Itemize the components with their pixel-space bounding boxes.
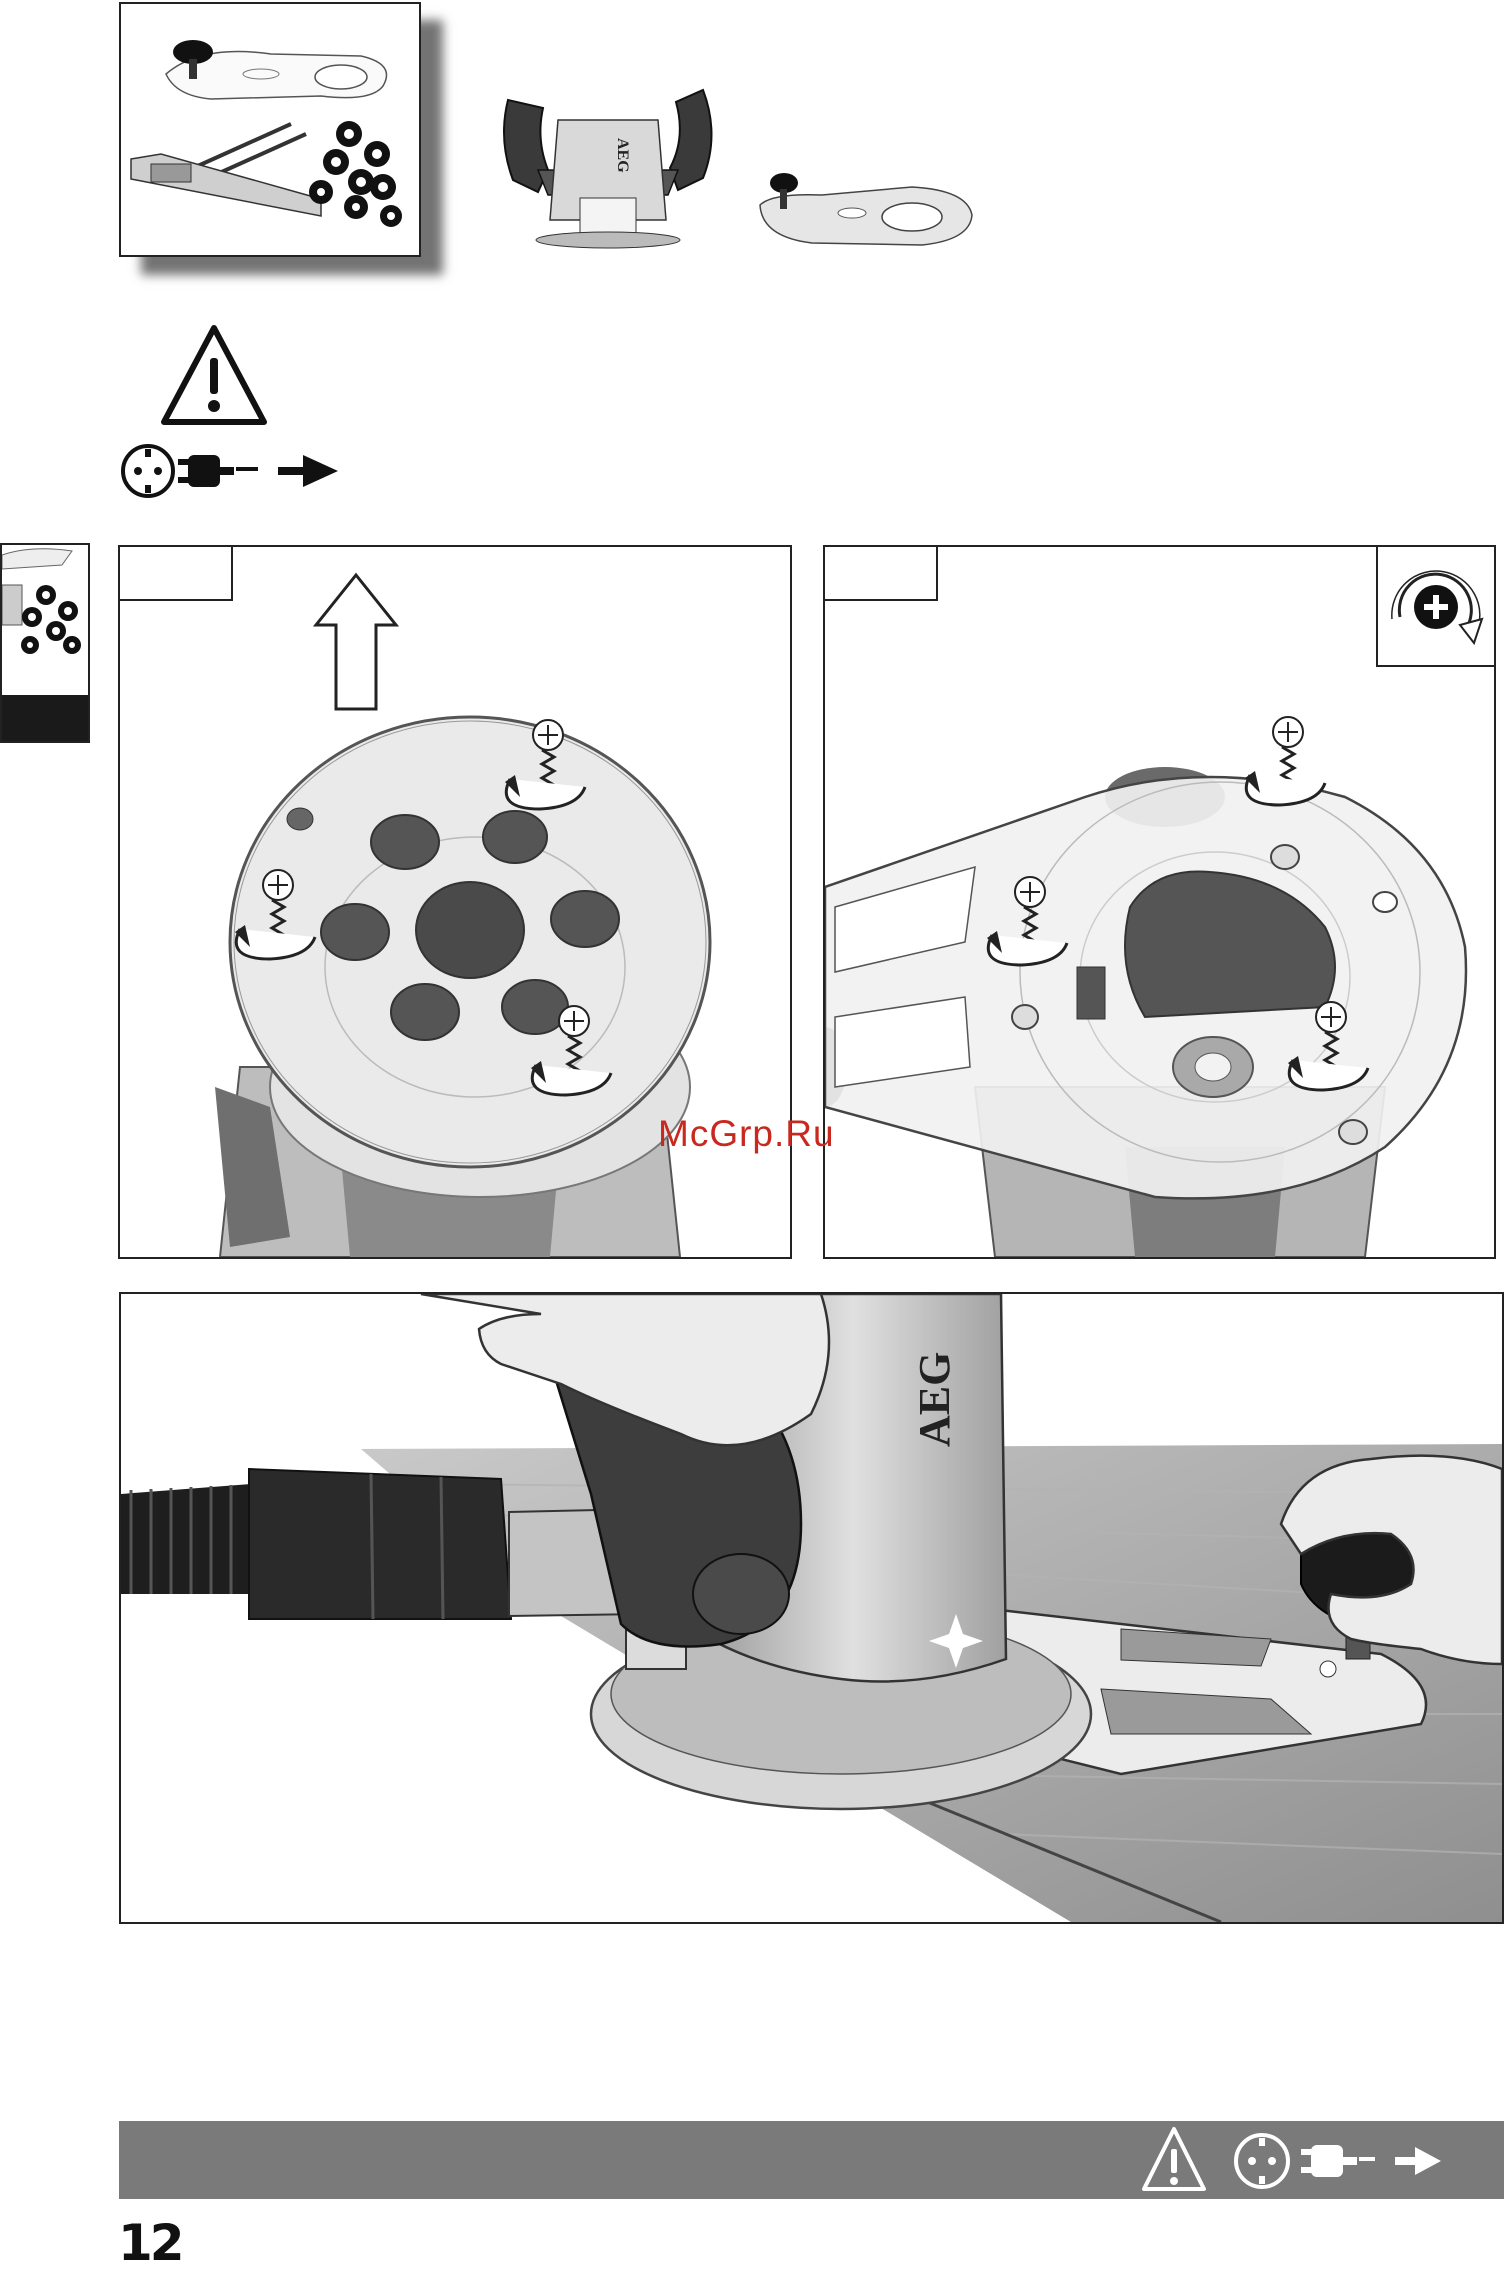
plunge-base-illustration: AEG <box>488 80 728 250</box>
brand-label: AEG <box>614 138 631 173</box>
step-panel-mount-template <box>823 545 1496 1259</box>
arrow-right-icon <box>1395 2147 1441 2175</box>
footer-icons <box>119 2121 1504 2199</box>
router-with-template-illustration: AEG <box>121 1294 1502 1922</box>
arrow-right-icon <box>278 455 338 487</box>
unplug-instruction <box>118 443 348 499</box>
screw-icon <box>1245 717 1325 805</box>
accessory-kit-illustration <box>121 4 419 255</box>
rotate-tighten-icon <box>1376 545 1496 667</box>
main-usage-figure: AEG <box>119 1292 1504 1924</box>
accessory-box <box>119 2 421 257</box>
step-number-tag <box>823 545 938 601</box>
footer-bar <box>119 2121 1504 2199</box>
small-base-plate-illustration <box>752 165 977 260</box>
brand-label: AEG <box>910 1352 959 1447</box>
arrow-up-icon <box>316 575 396 709</box>
unplug-icon <box>1301 2145 1375 2177</box>
power-socket-icon <box>1236 2135 1288 2187</box>
watermark-text: McGrp.Ru <box>658 1113 835 1155</box>
warning-triangle-icon <box>158 322 270 430</box>
power-socket-icon <box>123 446 173 496</box>
warning-triangle-icon <box>1144 2129 1204 2189</box>
section-thumbnail-tab <box>0 543 90 743</box>
page-number: 12 <box>118 2214 182 2272</box>
unplug-icon <box>178 455 258 487</box>
step-number-tag <box>118 545 233 601</box>
